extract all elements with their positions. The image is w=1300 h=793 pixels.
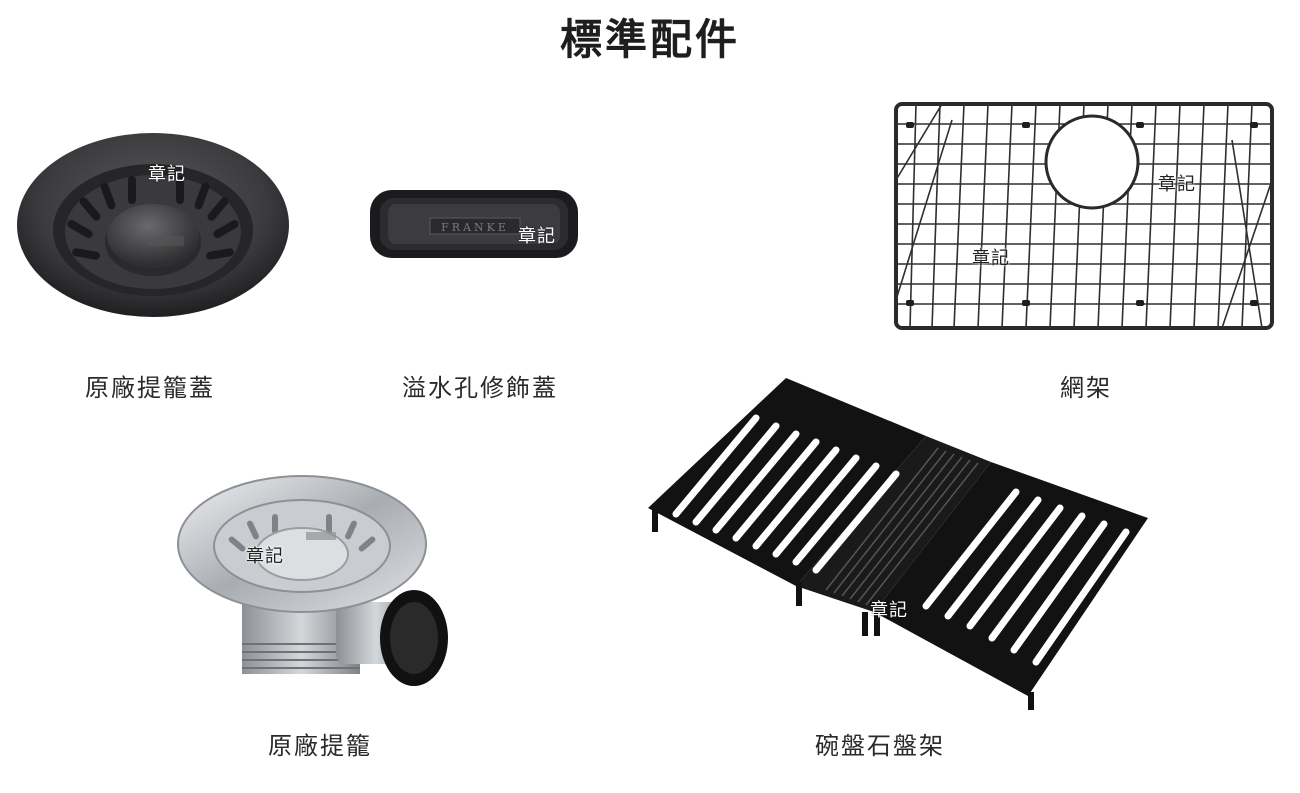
grid-rack-image: 章記 章記 [892,100,1276,332]
brand-mark: FRANKE [441,221,509,234]
page-title: 標準配件 [559,15,740,64]
watermark: 章記 [1158,174,1196,195]
grid-rack-icon [894,102,1274,330]
item-label-strainer-cover: 原廠提籠蓋 [85,374,215,402]
item-label-basket-strainer: 原廠提籠 [268,732,372,760]
item-label-grid-rack: 網架 [1060,374,1112,402]
strainer-cover-image: 章記 [16,120,290,320]
watermark: 章記 [148,164,186,185]
dish-rack-icon [648,378,1148,710]
dish-rack-image: 章記 [646,376,1150,710]
strainer-cover-icon [17,133,289,317]
overflow-cover-image: FRANKE 章記 [366,186,582,262]
item-label-dish-rack: 碗盤石盤架 [815,732,945,760]
watermark: 章記 [870,600,908,621]
basket-strainer-icon [177,475,448,686]
basket-strainer-image: 章記 [176,474,456,692]
watermark: 章記 [246,546,284,567]
watermark: 章記 [972,248,1010,269]
item-label-overflow-cover: 溢水孔修飾蓋 [402,374,558,402]
overflow-cover-icon [370,190,578,258]
watermark: 章記 [518,226,556,247]
